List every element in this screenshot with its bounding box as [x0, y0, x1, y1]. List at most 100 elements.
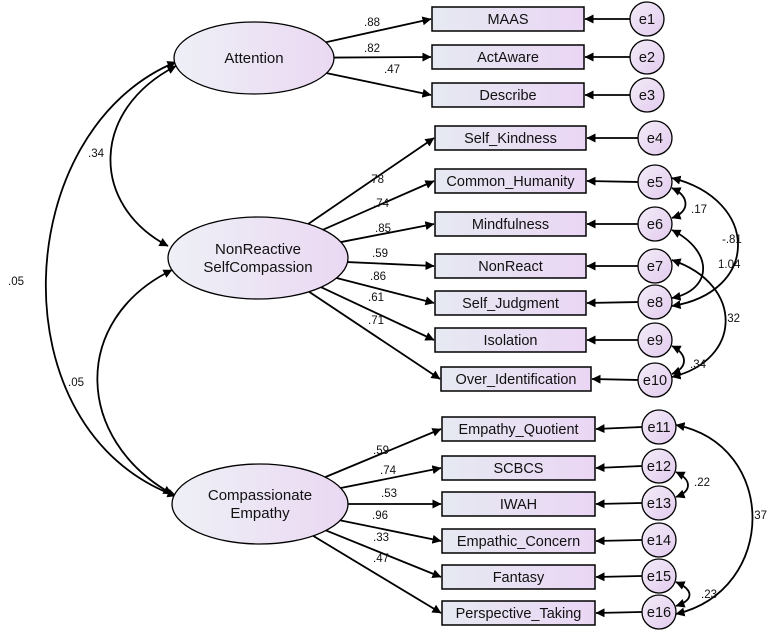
error-path-e10: [591, 374, 639, 384]
indicator-label: Isolation: [483, 333, 537, 349]
error-path-e16: [595, 608, 643, 618]
error-path-e8: [586, 298, 639, 308]
error-label: e4: [647, 131, 663, 147]
error-covariance-e6-e8: [671, 229, 705, 301]
latent-ellipse: [171, 463, 349, 545]
indicator-label: Describe: [479, 88, 536, 104]
indicator-box: [431, 82, 585, 108]
indicator-self_judgment: Self_Judgment: [434, 290, 587, 316]
coefficient-labels-layer: .88.82.47.78.74.85.59.86.61.71.59.74.53.…: [8, 17, 767, 601]
loading-path-describe: [326, 72, 432, 98]
error-covariance-label-e12-e13: .22: [694, 477, 710, 489]
indicator-label: Empathic_Concern: [457, 534, 580, 550]
indicator-empathy_quotient: Empathy_Quotient: [441, 416, 596, 442]
error-circle: [641, 448, 677, 484]
indicator-box: [434, 327, 587, 353]
error-label: e6: [647, 217, 663, 233]
error-circle: [641, 558, 677, 594]
indicator-label: Perspective_Taking: [456, 606, 582, 622]
loading-label-mindfulness: .85: [375, 223, 391, 235]
indicator-self_kindness: Self_Kindness: [434, 125, 587, 151]
error-covariance-label-e11-e16: .37: [751, 510, 767, 522]
error-path-e12: [595, 463, 643, 473]
covariance-nonreactive-compassionate: [96, 269, 173, 495]
indicator-box: [434, 211, 587, 237]
indicator-box: [434, 125, 587, 151]
error-label: e11: [647, 420, 670, 436]
indicator-label: Self_Kindness: [464, 131, 557, 147]
loading-path-actaware: [333, 52, 432, 62]
error-path-e15: [595, 572, 643, 582]
error-label: e10: [643, 373, 667, 389]
loading-path-mindfulness: [340, 221, 435, 243]
loading-path-scbcs: [340, 465, 442, 489]
error-covariance-e9-e10: [671, 345, 685, 376]
error-label: e3: [639, 88, 655, 104]
indicator-actaware: ActAware: [431, 44, 585, 70]
loading-label-iwah: .53: [381, 488, 397, 500]
latent-label: SelfCompassion: [203, 259, 312, 276]
error-covariance-label-e9-e10: .34: [690, 359, 707, 371]
error-covariance-label-e5-e6: .17: [691, 204, 707, 216]
error-covariance-label-e6-e8: 1.04: [718, 259, 741, 271]
loading-label-describe: .47: [384, 64, 400, 76]
indicator-label: NonReact: [478, 259, 542, 275]
loading-path-over_identification: [308, 291, 441, 380]
indicator-label: SCBCS: [494, 461, 544, 477]
latent-ellipse: [173, 21, 335, 95]
loading-label-perspective_taking: .47: [373, 553, 389, 565]
error-circle: [641, 485, 677, 521]
indicator-label: Over_Identification: [456, 372, 577, 388]
indicator-box: [431, 44, 585, 70]
indicator-box: [441, 528, 596, 554]
loading-label-actaware: .82: [364, 43, 380, 55]
loading-label-empathy_quotient: .59: [373, 445, 389, 457]
error-path-e13: [595, 499, 643, 509]
error-covariance-e7-e10: [671, 258, 727, 380]
indicator-label: IWAH: [500, 497, 537, 513]
indicator-label: Self_Judgment: [462, 296, 559, 312]
indicator-empathic_concern: Empathic_Concern: [441, 528, 596, 554]
covariance-label-attention-compassionate: .05: [8, 276, 24, 288]
indicator-box: [434, 253, 587, 279]
loading-path-self_judgment: [336, 277, 435, 306]
error-circle: [637, 248, 673, 284]
indicator-maas: MAAS: [431, 6, 585, 32]
error-e16: e16: [641, 594, 677, 630]
error-path-e14: [595, 536, 643, 546]
indicator-box: [434, 168, 587, 194]
loading-path-empathy_quotient: [324, 428, 442, 478]
latent-label: NonReactive: [215, 241, 301, 258]
error-circle: [629, 77, 665, 113]
loading-path-empathic_concern: [340, 519, 442, 544]
loading-label-empathic_concern: .96: [372, 510, 388, 522]
error-covariance-e5-e8: [671, 175, 739, 310]
error-e3: e3: [629, 77, 665, 113]
indicator-iwah: IWAH: [441, 491, 596, 517]
error-e9: e9: [637, 322, 673, 358]
error-covariance-label-e7-e10: .32: [724, 313, 740, 325]
indicator-box: [441, 564, 596, 590]
indicator-box: [431, 6, 585, 32]
indicator-box: [441, 416, 596, 442]
error-label: e9: [647, 333, 663, 349]
error-label: e1: [639, 12, 655, 28]
error-circle: [637, 206, 673, 242]
error-label: e13: [647, 496, 671, 512]
covariance-attention-nonreactive: [109, 65, 177, 247]
loading-label-scbcs: .74: [380, 465, 397, 477]
indicator-scbcs: SCBCS: [441, 455, 596, 481]
loading-path-maas: [325, 16, 432, 44]
error-e6: e6: [637, 206, 673, 242]
indicator-perspective_taking: Perspective_Taking: [441, 600, 596, 626]
error-circle: [641, 522, 677, 558]
indicator-common_humanity: Common_Humanity: [434, 168, 587, 194]
indicator-box: [441, 455, 596, 481]
covariance-attention-compassionate: [44, 61, 177, 498]
error-label: e2: [639, 50, 655, 66]
error-e1: e1: [629, 1, 665, 37]
error-label: e14: [647, 533, 671, 549]
indicator-isolation: Isolation: [434, 327, 587, 353]
